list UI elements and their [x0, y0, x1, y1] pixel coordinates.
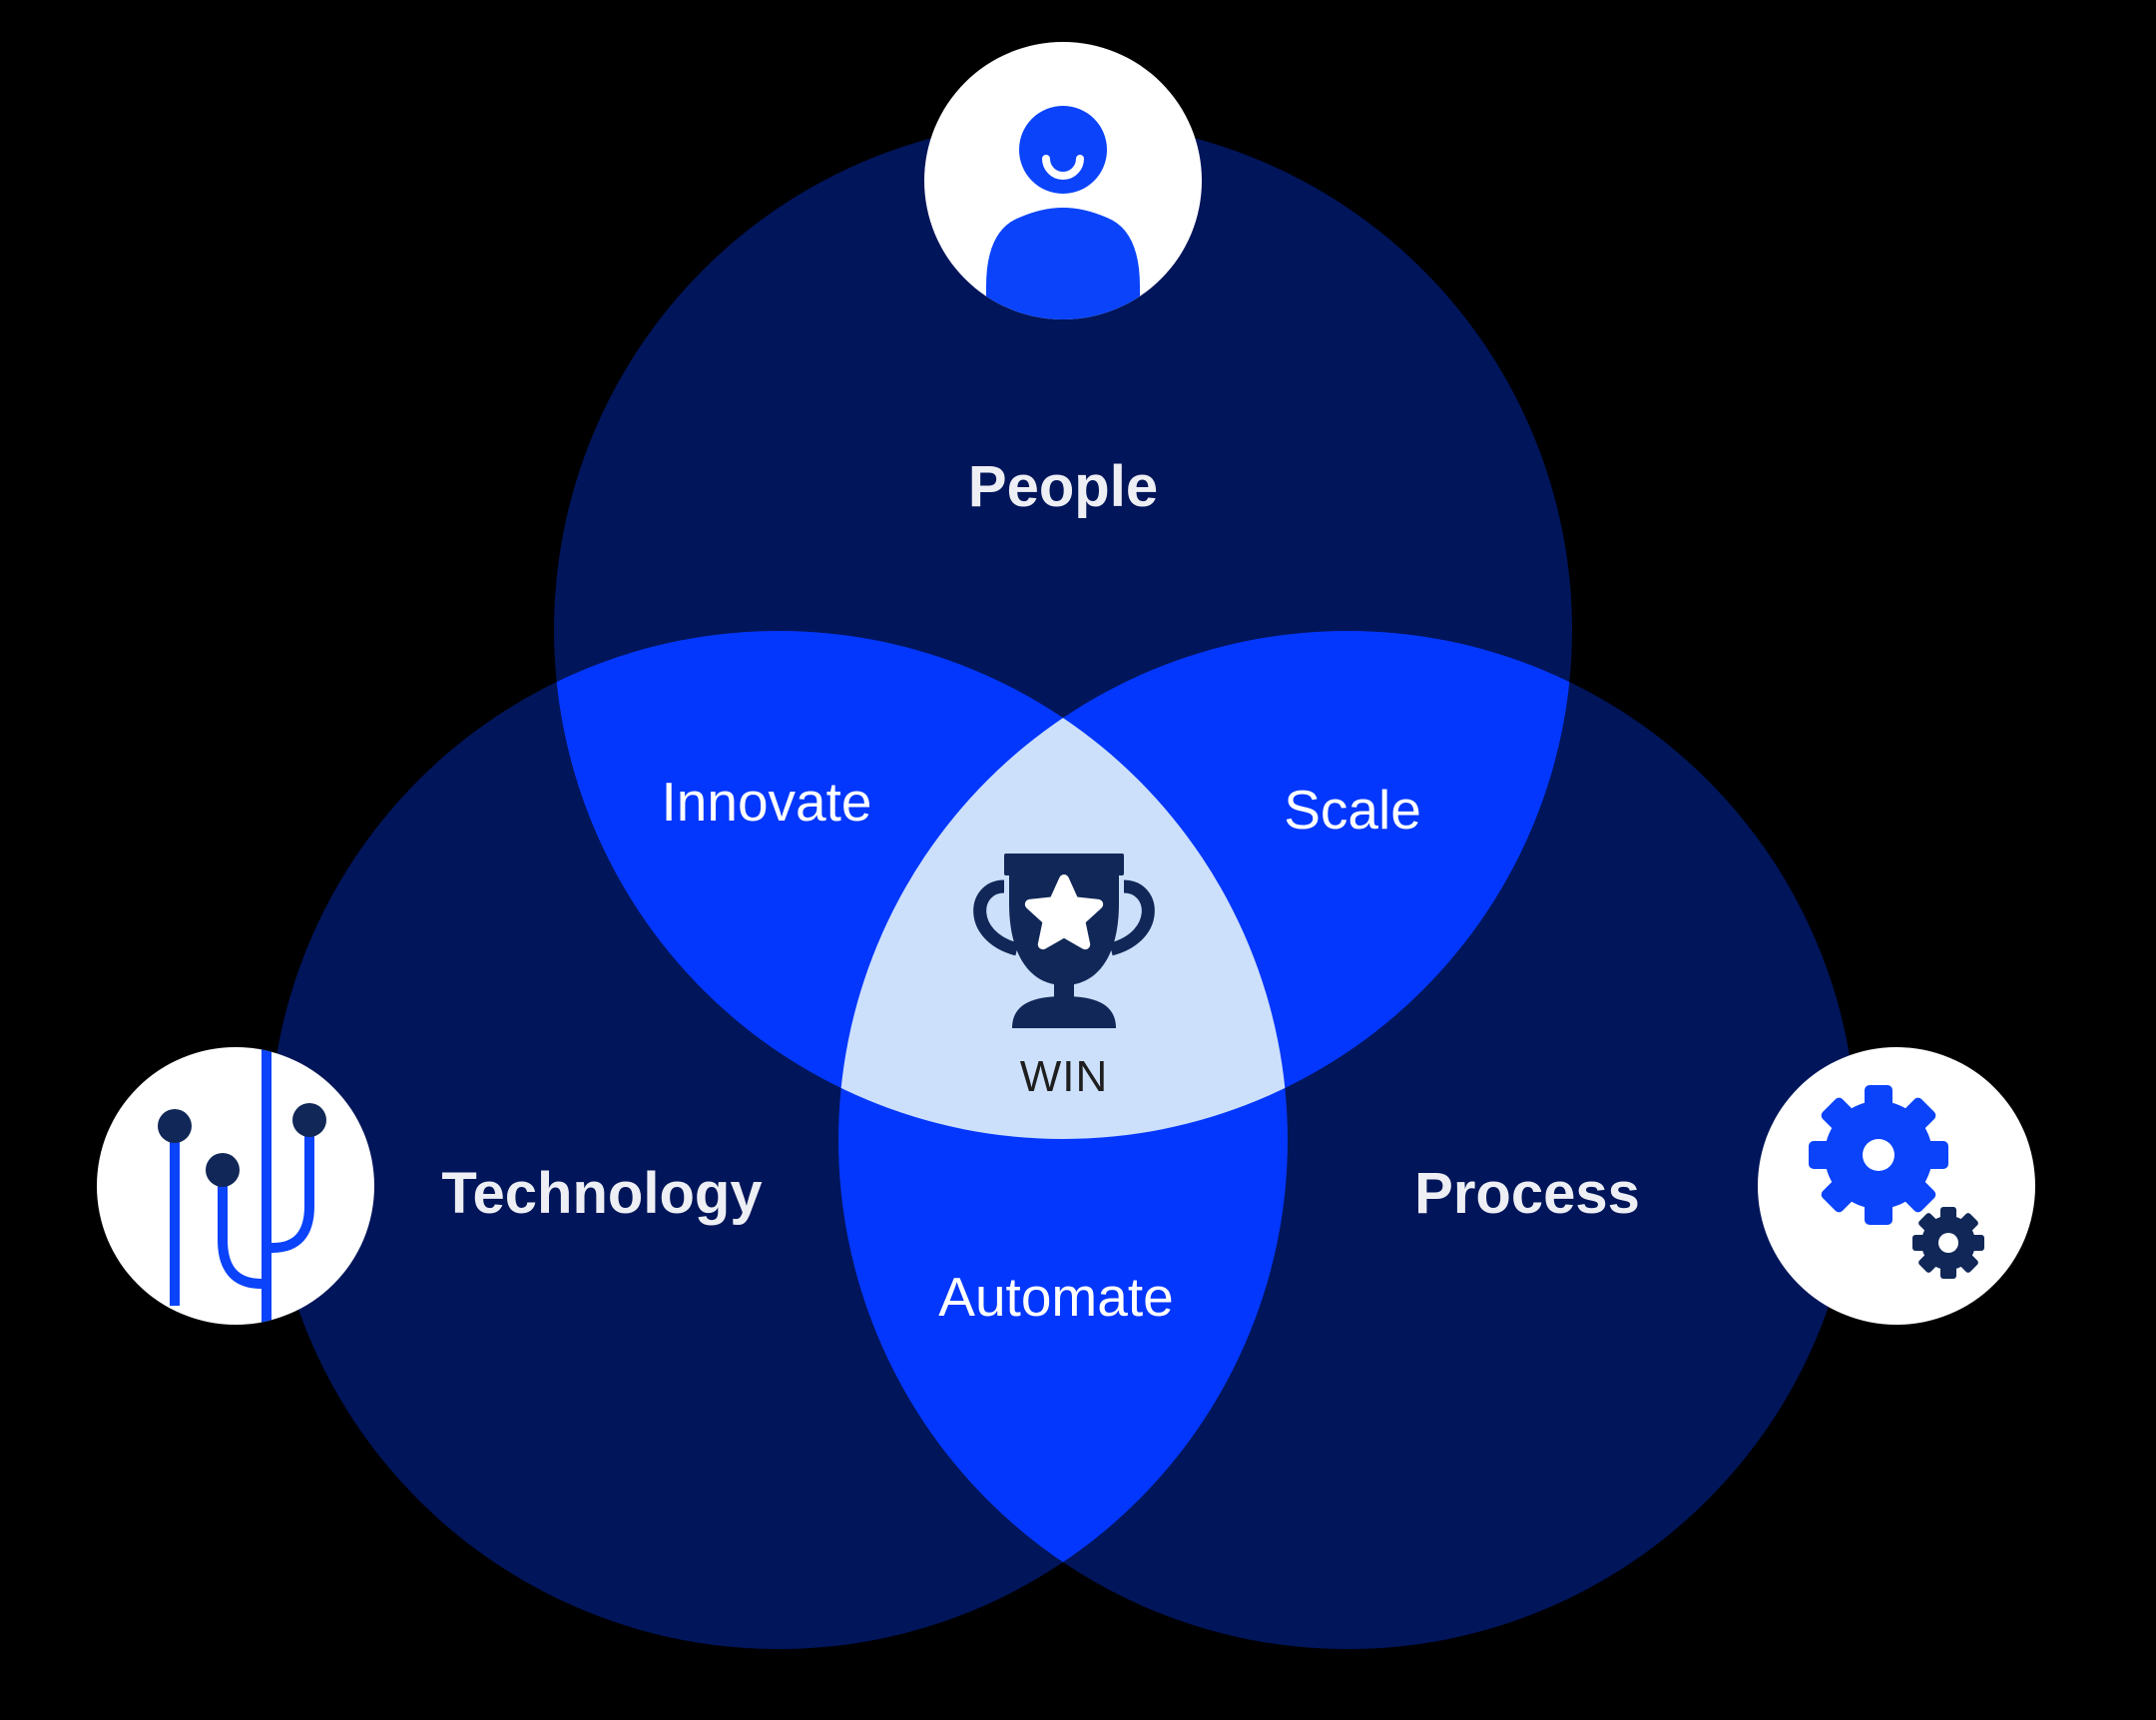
trophy-base — [1012, 996, 1116, 1028]
circuit-node-middle — [206, 1153, 240, 1187]
person-head — [1019, 106, 1107, 194]
gear-small — [1912, 1207, 1984, 1279]
gear-large — [1809, 1085, 1948, 1225]
win-label: WIN — [1020, 1052, 1109, 1101]
trophy-handle-left — [973, 879, 1019, 956]
trophy-rim — [1004, 854, 1124, 875]
circuit-trace-middle — [218, 1165, 271, 1289]
person-icon — [924, 42, 1202, 319]
circuit-icon — [97, 1047, 374, 1325]
trophy-icon — [973, 854, 1155, 1028]
trophy-star — [1024, 874, 1104, 950]
gear-small-hub — [1938, 1233, 1958, 1253]
scale-label: Scale — [1284, 779, 1421, 841]
circuit-badge-circle — [97, 1047, 374, 1325]
trophy-handle-right — [1109, 879, 1155, 956]
people-label: People — [968, 454, 1158, 519]
innovate-label: Innovate — [661, 771, 871, 833]
circuit-node-right — [292, 1103, 326, 1137]
circuit-node-left — [158, 1109, 192, 1143]
technology-label: Technology — [441, 1161, 762, 1226]
process-label: Process — [1414, 1161, 1640, 1226]
circuit-trace-right — [262, 1115, 314, 1253]
automate-label: Automate — [938, 1266, 1173, 1328]
person-smile — [1042, 155, 1084, 180]
gear-large-hub — [1863, 1139, 1894, 1171]
gears-icon — [1758, 1047, 2035, 1325]
person-body — [986, 208, 1140, 319]
